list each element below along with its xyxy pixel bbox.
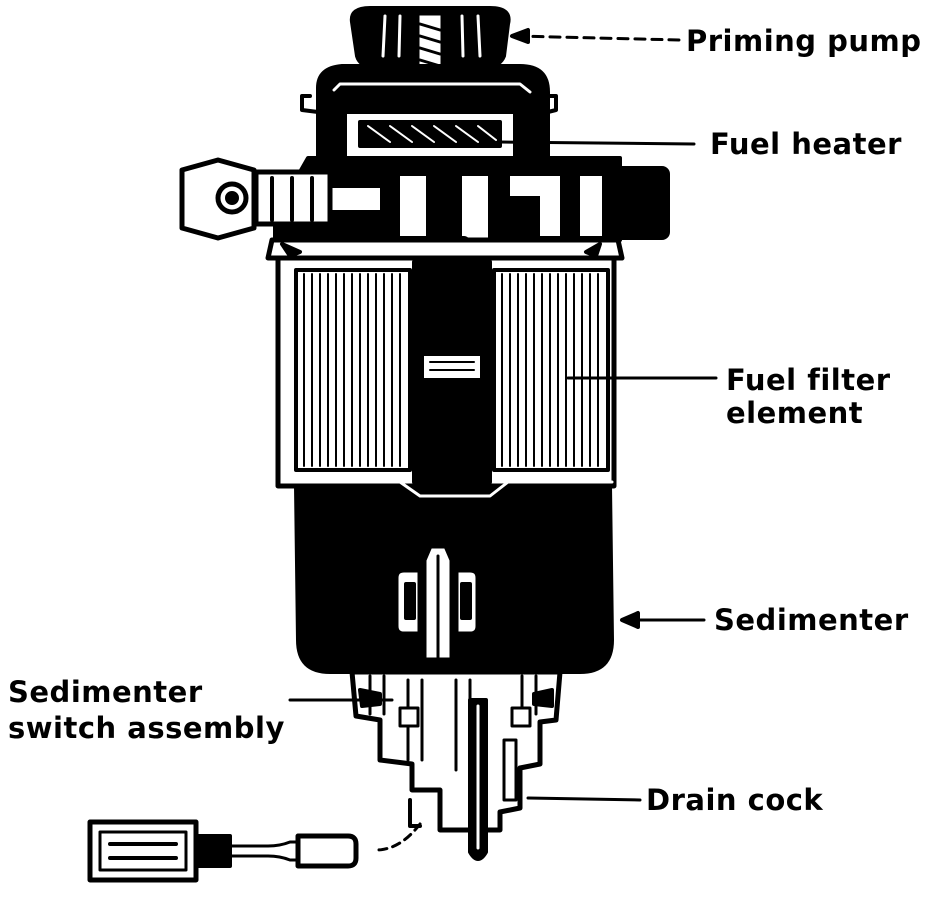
priming-pump-knob <box>349 6 511 76</box>
label-fuel-filter-element-line1: Fuel filter <box>726 363 891 397</box>
sedimenter-arrowhead <box>620 611 640 629</box>
label-sedimenter: Sedimenter <box>714 603 909 637</box>
label-priming-pump: Priming pump <box>686 24 922 58</box>
fuel-heater-element <box>343 110 517 160</box>
label-sedimenter-switch-line1: Sedimenter <box>8 675 203 709</box>
label-drain-cock: Drain cock <box>646 783 824 817</box>
inlet-fitting <box>179 157 333 241</box>
leader-lines <box>288 34 718 802</box>
switch-connector <box>87 798 422 883</box>
label-fuel-filter-element-line2: element <box>726 396 864 430</box>
priming-pump-arrowhead <box>510 28 530 44</box>
label-sedimenter-switch-line2: switch assembly <box>8 711 285 745</box>
sedimenter-bowl <box>294 480 614 674</box>
filter-element-chamber <box>275 255 617 489</box>
label-fuel-heater: Fuel heater <box>710 127 902 161</box>
filter-bowl-rim <box>265 237 625 261</box>
